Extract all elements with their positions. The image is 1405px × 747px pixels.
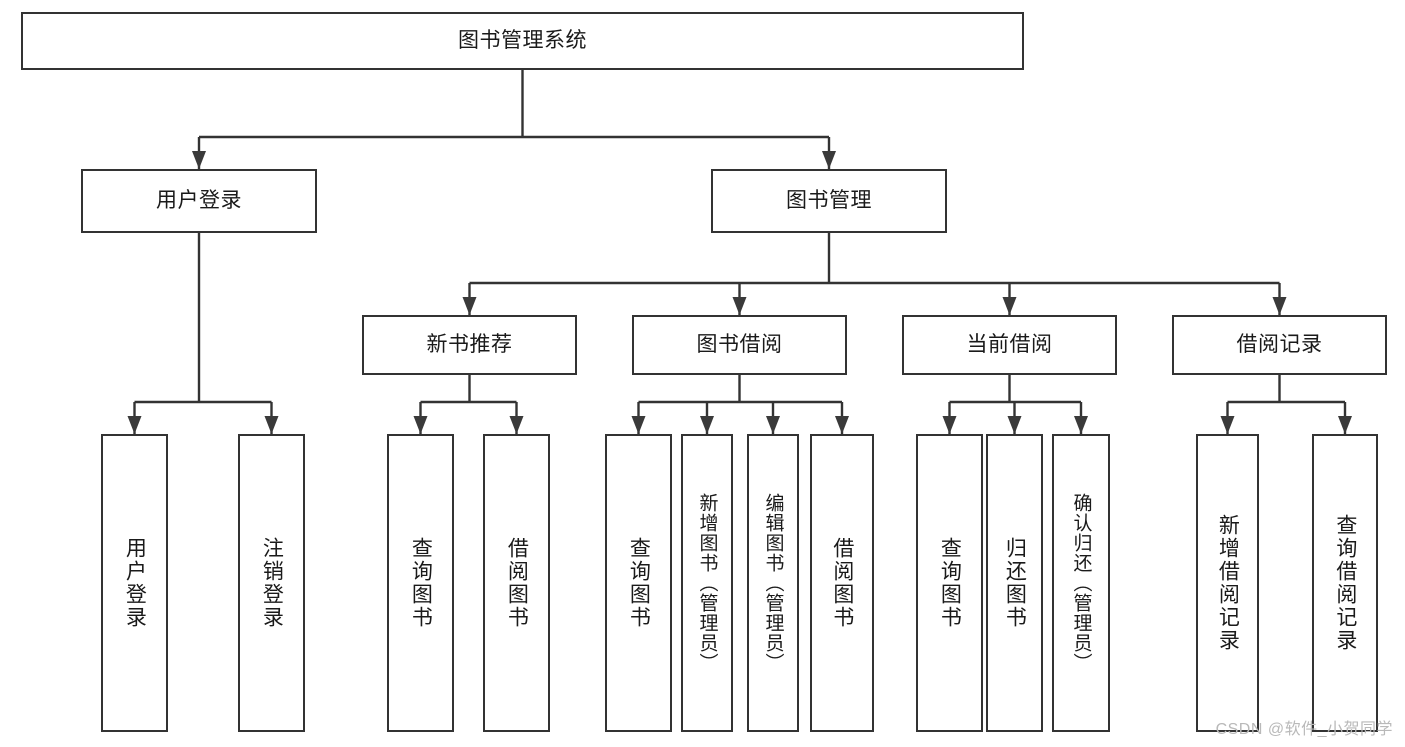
node-leaf-query-book-2[interactable]: 查询图书 [605,434,672,732]
node-label: 新书推荐 [426,332,513,356]
node-label: 查询图书 [627,537,651,629]
node-leaf-add-record[interactable]: 新增借阅记录 [1196,434,1259,732]
node-label: 新增图书（管理员） [696,493,718,673]
node-leaf-query-book-3[interactable]: 查询图书 [916,434,983,732]
node-leaf-edit-book[interactable]: 编辑图书（管理员） [747,434,799,732]
node-newbooks[interactable]: 新书推荐 [362,315,577,375]
node-bookmgmt[interactable]: 图书管理 [711,169,947,233]
node-label: 借阅图书 [830,537,854,629]
node-current[interactable]: 当前借阅 [902,315,1117,375]
node-label: 注销登录 [260,537,284,629]
node-label: 确认归还（管理员） [1070,493,1092,673]
node-leaf-borrow-book-2[interactable]: 借阅图书 [810,434,874,732]
node-label: 借阅记录 [1236,332,1323,356]
watermark: CSDN @软件_小贺同学 [1215,721,1393,738]
node-leaf-user-login[interactable]: 用户登录 [101,434,168,732]
node-label: 图书管理 [786,188,872,212]
node-leaf-confirm-return[interactable]: 确认归还（管理员） [1052,434,1110,732]
node-leaf-add-book[interactable]: 新增图书（管理员） [681,434,733,732]
node-label: 查询图书 [409,537,433,629]
node-login[interactable]: 用户登录 [81,169,317,233]
node-root[interactable]: 图书管理系统 [21,12,1024,70]
node-label: 借阅图书 [505,537,529,629]
node-label: 用户登录 [156,188,242,212]
node-label: 归还图书 [1003,537,1027,629]
node-records[interactable]: 借阅记录 [1172,315,1387,375]
node-label: 图书管理系统 [458,28,587,52]
node-leaf-logout[interactable]: 注销登录 [238,434,305,732]
node-label: 新增借阅记录 [1216,514,1240,652]
node-leaf-borrow-book-1[interactable]: 借阅图书 [483,434,550,732]
node-leaf-return-book[interactable]: 归还图书 [986,434,1043,732]
node-label: 查询图书 [938,537,962,629]
node-label: 查询借阅记录 [1333,514,1357,652]
node-leaf-query-book-1[interactable]: 查询图书 [387,434,454,732]
node-label: 用户登录 [123,537,147,629]
node-leaf-query-record[interactable]: 查询借阅记录 [1312,434,1378,732]
node-label: 图书借阅 [696,332,783,356]
node-label: 编辑图书（管理员） [762,493,784,673]
node-label: 当前借阅 [966,332,1053,356]
node-borrow[interactable]: 图书借阅 [632,315,847,375]
